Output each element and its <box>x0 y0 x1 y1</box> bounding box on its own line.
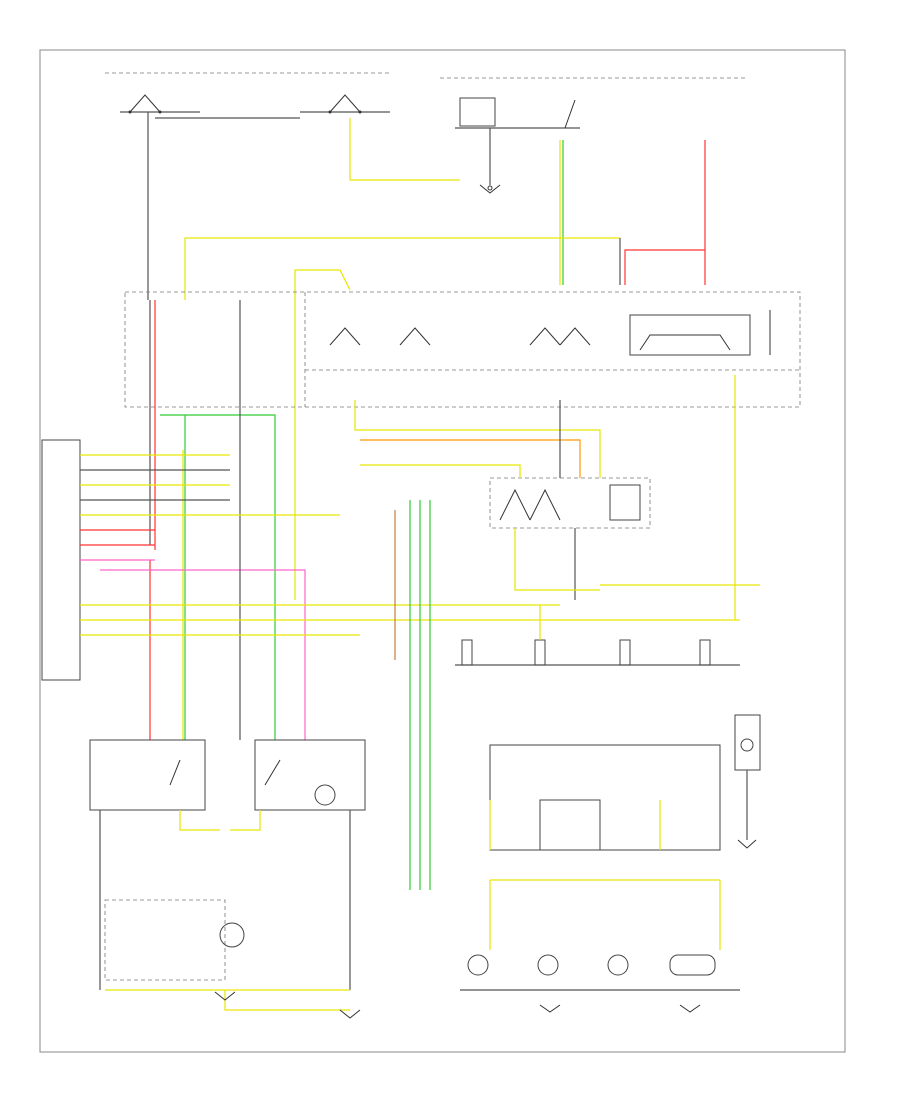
center-green-wires <box>394 500 431 890</box>
left-vertical-wires <box>100 300 306 740</box>
left-connector <box>41 439 740 681</box>
ignition-switch-2 <box>328 94 362 114</box>
right-fog-relay <box>230 739 366 990</box>
upper-wires <box>184 118 706 600</box>
fuse-row-right <box>455 605 740 666</box>
headlamp-switch-assembly <box>124 291 801 408</box>
bottom-right-lamps <box>460 879 740 991</box>
bottom-left-lamps <box>104 899 350 1011</box>
diagram-frame <box>39 49 846 1053</box>
top-relay <box>455 97 580 191</box>
dimmer-module <box>489 744 721 851</box>
ignition-switch-1 <box>128 94 300 300</box>
top-power-bus <box>105 72 745 113</box>
ground-symbols <box>214 184 757 1019</box>
right-side-lamp <box>734 714 761 840</box>
center-relay <box>354 375 760 620</box>
left-fog-relay <box>89 739 220 990</box>
